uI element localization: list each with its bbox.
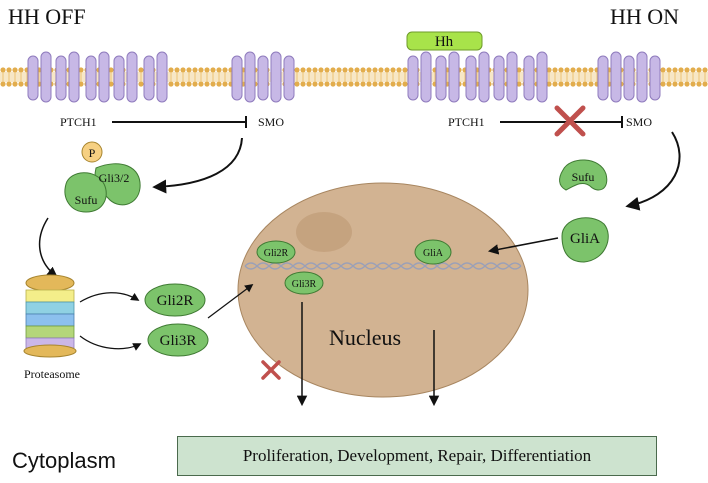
ptch1-label-left: PTCH1: [60, 115, 97, 129]
ptch1-receptor-left: [27, 51, 168, 103]
smo-receptor-left: [231, 51, 295, 103]
arrow-glia-into-nucleus: [487, 237, 559, 255]
nucleolus: [296, 212, 352, 252]
arrow-complex-to-proteasome: [38, 217, 58, 278]
gli2r-nucleus: [256, 240, 296, 264]
gli3r-nucleus-label: Gli3R: [292, 279, 317, 290]
glia-on: [561, 217, 609, 263]
proteasome-label: Proteasome: [24, 367, 80, 381]
glia-nucleus-label: GliA: [423, 248, 444, 259]
sufu-on-label: Sufu: [572, 170, 595, 184]
proteasome: [23, 274, 77, 358]
dna-strand: [244, 262, 522, 270]
nucleus: [237, 182, 529, 398]
outcome-label: Proliferation, Development, Repair, Diff…: [242, 446, 592, 465]
glia-nucleus: [414, 239, 452, 265]
gli2r-nucleus-label: Gli2R: [264, 248, 289, 259]
glia-on-label: GliA: [570, 231, 600, 247]
smo-label-right: SMO: [626, 115, 652, 129]
gli2r-cytoplasm-label: Gli2R: [157, 293, 194, 309]
ptch1-label-right: PTCH1: [448, 115, 485, 129]
gli3r-cytoplasm-label: Gli3R: [160, 333, 197, 349]
inhibition-left: [112, 116, 247, 128]
hh-ligand: [406, 31, 483, 51]
title-hh-off: HH OFF: [8, 4, 86, 29]
sufu-on: [559, 159, 608, 191]
arrow-proteasome-to-gli2r: [79, 292, 140, 303]
sufu-off-label: Sufu: [75, 193, 98, 207]
arrow-smo-to-glia: [625, 131, 681, 211]
arrow-smo-to-complex: [152, 137, 243, 194]
block-x-bottom: [261, 360, 281, 380]
nucleus-label: Nucleus: [329, 325, 401, 350]
gli32-label: Gli3/2: [99, 171, 130, 185]
inhibition-right: [500, 116, 623, 128]
arrow-proteasome-to-gli3r: [79, 335, 142, 351]
gli32-sufu-complex: [64, 163, 141, 213]
gli3r-nucleus: [284, 271, 324, 295]
title-hh-on: HH ON: [610, 4, 679, 29]
smo-label-left: SMO: [258, 115, 284, 129]
outcome-box: Proliferation, Development, Repair, Diff…: [177, 436, 657, 476]
cytoplasm-label: Cytoplasm: [12, 448, 116, 473]
arrow-gli-into-nucleus: [207, 283, 254, 319]
gli2r-cytoplasm: [144, 283, 206, 317]
block-x-top: [554, 105, 586, 137]
ptch1-receptor-right: [407, 51, 548, 103]
phospho-label: P: [89, 146, 96, 160]
phospho-group: [81, 141, 103, 163]
hh-ligand-label: Hh: [435, 34, 454, 50]
smo-receptor-right: [597, 51, 661, 103]
gli3r-cytoplasm: [147, 323, 209, 357]
